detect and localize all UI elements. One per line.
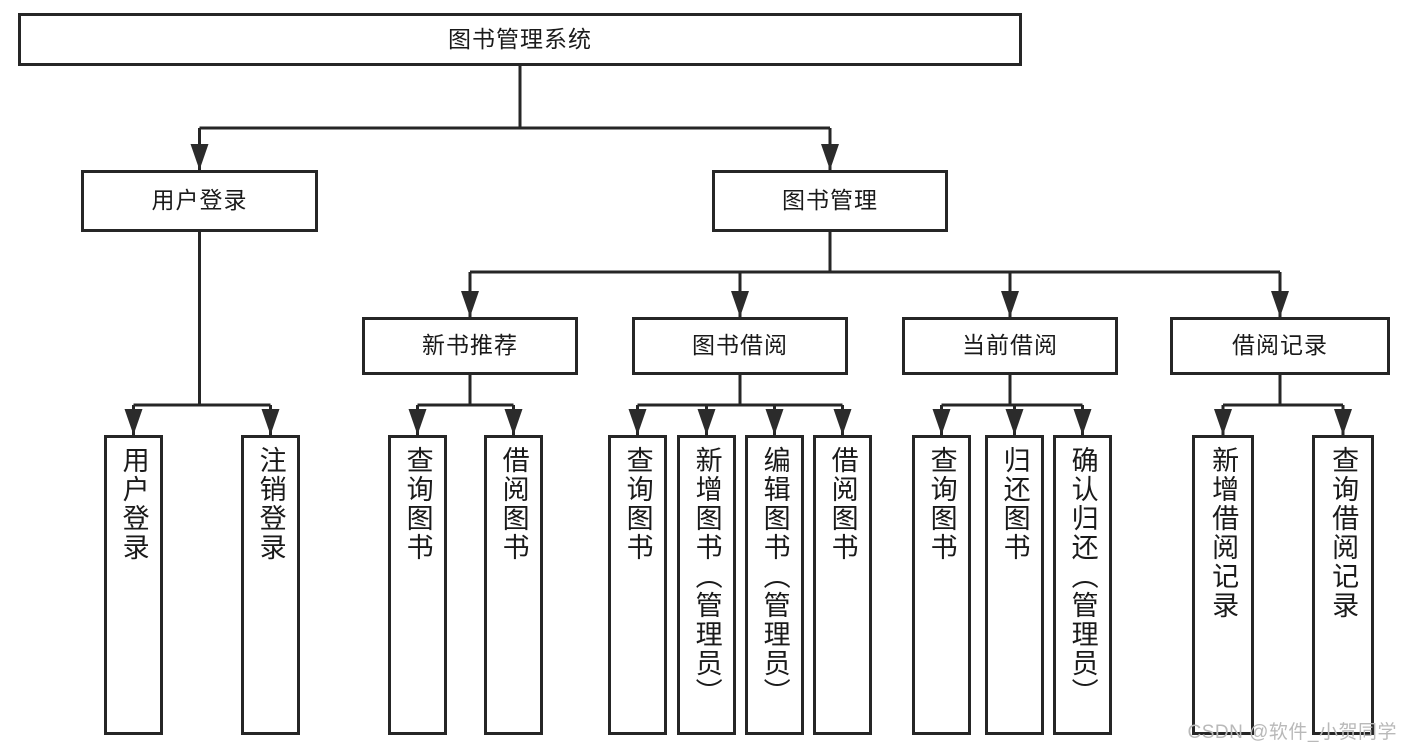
node-login: 用户登录 <box>81 170 318 232</box>
node-label: 确认归还（管理员） <box>1067 446 1098 707</box>
node-label: 图书借阅 <box>692 332 788 359</box>
node-leaf-new-2: 借阅图书 <box>484 435 543 735</box>
node-leaf-bor-4: 借阅图书 <box>813 435 872 735</box>
node-bookmgmt: 图书管理 <box>712 170 948 232</box>
node-leaf-cur-2: 归还图书 <box>985 435 1044 735</box>
node-label: 新书推荐 <box>422 332 518 359</box>
node-records: 借阅记录 <box>1170 317 1390 375</box>
node-root: 图书管理系统 <box>18 13 1022 66</box>
node-label: 图书管理 <box>782 187 878 214</box>
node-leaf-bor-2: 新增图书（管理员） <box>677 435 736 735</box>
node-label: 新增借阅记录 <box>1208 446 1239 620</box>
node-label: 注销登录 <box>255 446 286 562</box>
node-label: 查询图书 <box>402 446 433 562</box>
node-label: 查询借阅记录 <box>1328 446 1359 620</box>
node-newbook: 新书推荐 <box>362 317 578 375</box>
node-label: 借阅图书 <box>498 446 529 562</box>
node-label: 查询图书 <box>622 446 653 562</box>
node-borrow: 图书借阅 <box>632 317 848 375</box>
node-current: 当前借阅 <box>902 317 1118 375</box>
node-leaf-login-1: 用户登录 <box>104 435 163 735</box>
node-label: 查询图书 <box>926 446 957 562</box>
node-leaf-cur-1: 查询图书 <box>912 435 971 735</box>
node-leaf-cur-3: 确认归还（管理员） <box>1053 435 1112 735</box>
node-label: 借阅记录 <box>1232 332 1328 359</box>
node-leaf-rec-2: 查询借阅记录 <box>1312 435 1374 735</box>
node-leaf-rec-1: 新增借阅记录 <box>1192 435 1254 735</box>
node-label: 用户登录 <box>151 187 248 214</box>
node-label: 当前借阅 <box>962 332 1058 359</box>
node-label: 借阅图书 <box>827 446 858 562</box>
node-leaf-login-2: 注销登录 <box>241 435 300 735</box>
node-leaf-bor-1: 查询图书 <box>608 435 667 735</box>
node-label: 归还图书 <box>999 446 1030 562</box>
node-label: 新增图书（管理员） <box>691 446 722 707</box>
node-label: 编辑图书（管理员） <box>759 446 790 707</box>
node-label: 用户登录 <box>118 446 149 562</box>
node-leaf-bor-3: 编辑图书（管理员） <box>745 435 804 735</box>
node-label: 图书管理系统 <box>448 25 592 52</box>
node-leaf-new-1: 查询图书 <box>388 435 447 735</box>
